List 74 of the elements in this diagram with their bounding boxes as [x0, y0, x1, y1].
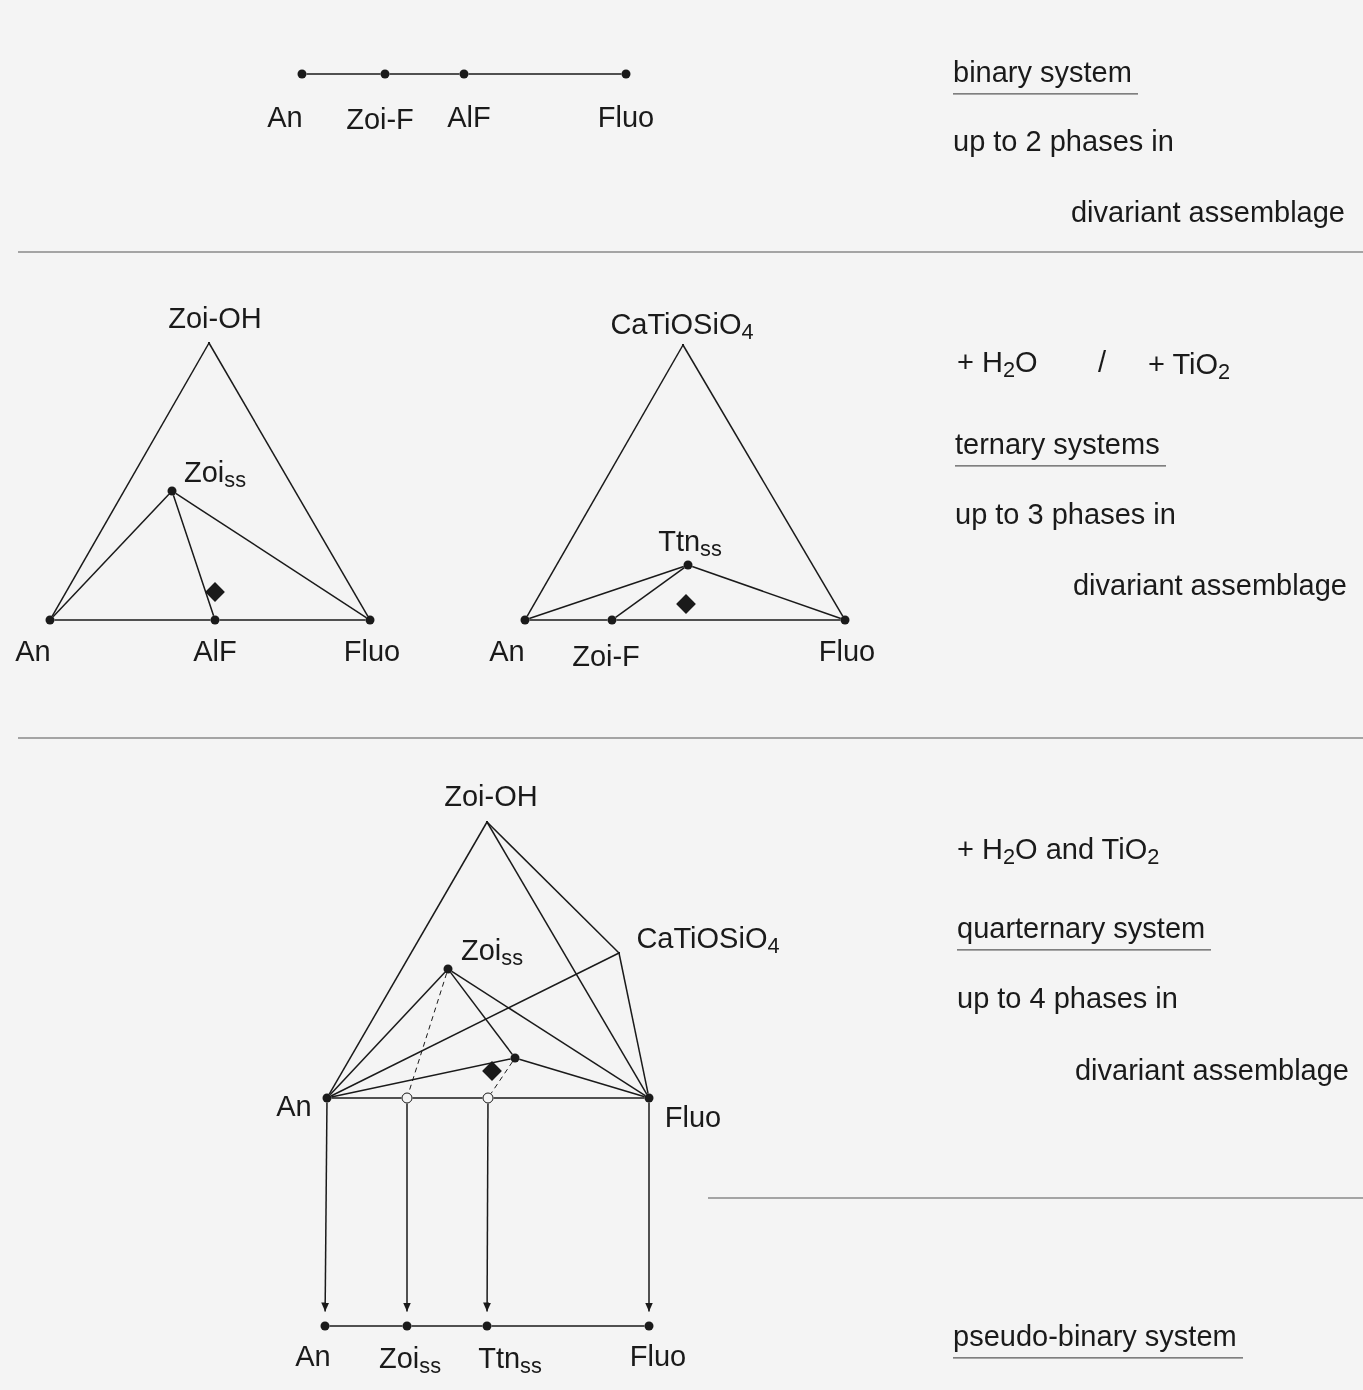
tie-line [53, 619, 212, 621]
point-label: An [276, 1091, 312, 1121]
tie-line [329, 971, 446, 1096]
tie-line [330, 1097, 403, 1099]
point-label: An [267, 102, 303, 132]
note-text: + H$_{2}$O [957, 347, 1038, 377]
note-text: up to 2 phases in [953, 126, 1174, 156]
tie-line [528, 565, 685, 620]
projection-arrow [321, 1101, 330, 1313]
projection-arrow [645, 1101, 653, 1313]
tie-line [691, 565, 842, 620]
tie-line [208, 342, 369, 617]
tie-line [451, 970, 646, 1097]
point-label: Zoi-F [346, 104, 414, 134]
projection-arrow [403, 1102, 411, 1313]
tie-line [218, 619, 367, 621]
tie-line [682, 344, 844, 617]
note-text: divariant assemblage [1072, 570, 1347, 600]
point-label: Zoi-OH [444, 781, 538, 811]
point-label: Fluo [343, 636, 401, 666]
point-label: An [295, 1341, 331, 1371]
tie-line [410, 1325, 484, 1327]
point-label: An [489, 636, 525, 666]
tie-line [175, 492, 367, 619]
tie-line [486, 821, 620, 954]
note-text: up to 4 phases in [957, 983, 1178, 1013]
point-label: Zoi$_{ss}$ [379, 1343, 441, 1373]
note-text: up to 3 phases in [955, 499, 1176, 529]
tie-line [526, 344, 684, 617]
note-text: + H$_{2}$O and TiO$_{2}$ [957, 834, 1160, 864]
point-label: Ttn$_{ss}$ [478, 1343, 542, 1373]
tie-line [467, 73, 623, 75]
section-heading: pseudo-binary system [953, 1322, 1243, 1359]
point-label: Fluo [818, 636, 876, 666]
tie-line [615, 619, 842, 621]
tie-line [411, 1097, 484, 1099]
tie-line [490, 1325, 646, 1327]
point-label: AlF [193, 636, 237, 666]
tie-line [449, 971, 514, 1056]
tie-line [330, 1058, 512, 1098]
point-label: CaTiOSiO$_{4}$ [610, 309, 754, 339]
tie-line [52, 493, 170, 618]
section-heading: quarternary system [957, 914, 1212, 951]
point-label: Zoi$_{ss}$ [184, 457, 246, 487]
tie-line [328, 821, 488, 1095]
point-label: Fluo [629, 1341, 687, 1371]
section-heading: ternary systems [955, 430, 1166, 467]
point-label: Zoi$_{ss}$ [461, 935, 523, 965]
tie-line [328, 1325, 404, 1327]
point-label: Zoi-OH [168, 303, 262, 333]
point-label: CaTiOSiO$_{4}$ [636, 923, 780, 953]
tie-line [528, 619, 609, 621]
point-label: An [15, 636, 51, 666]
tie-line [330, 952, 620, 1097]
tie-line [51, 342, 210, 617]
point-label: Fluo [597, 102, 655, 132]
note-text: / [1098, 347, 1107, 377]
projection-arrow [483, 1102, 492, 1313]
section-heading: binary system [953, 58, 1138, 95]
note-text: divariant assemblage [1074, 1055, 1349, 1085]
point-label: AlF [447, 102, 491, 132]
tie-line [492, 1097, 646, 1099]
tie-line [305, 73, 382, 75]
tie-line [618, 952, 649, 1095]
point-label: Fluo [664, 1102, 722, 1132]
tie-line [172, 494, 215, 617]
point-label: Zoi-F [572, 641, 640, 671]
tie-line [518, 1058, 646, 1098]
note-text: divariant assemblage [1070, 197, 1345, 227]
dashed-tie-line [490, 1061, 513, 1094]
note-text: + TiO$_{2}$ [1148, 349, 1231, 379]
tie-line [614, 566, 686, 619]
point-label: Ttn$_{ss}$ [658, 526, 722, 556]
tie-line [388, 73, 461, 75]
